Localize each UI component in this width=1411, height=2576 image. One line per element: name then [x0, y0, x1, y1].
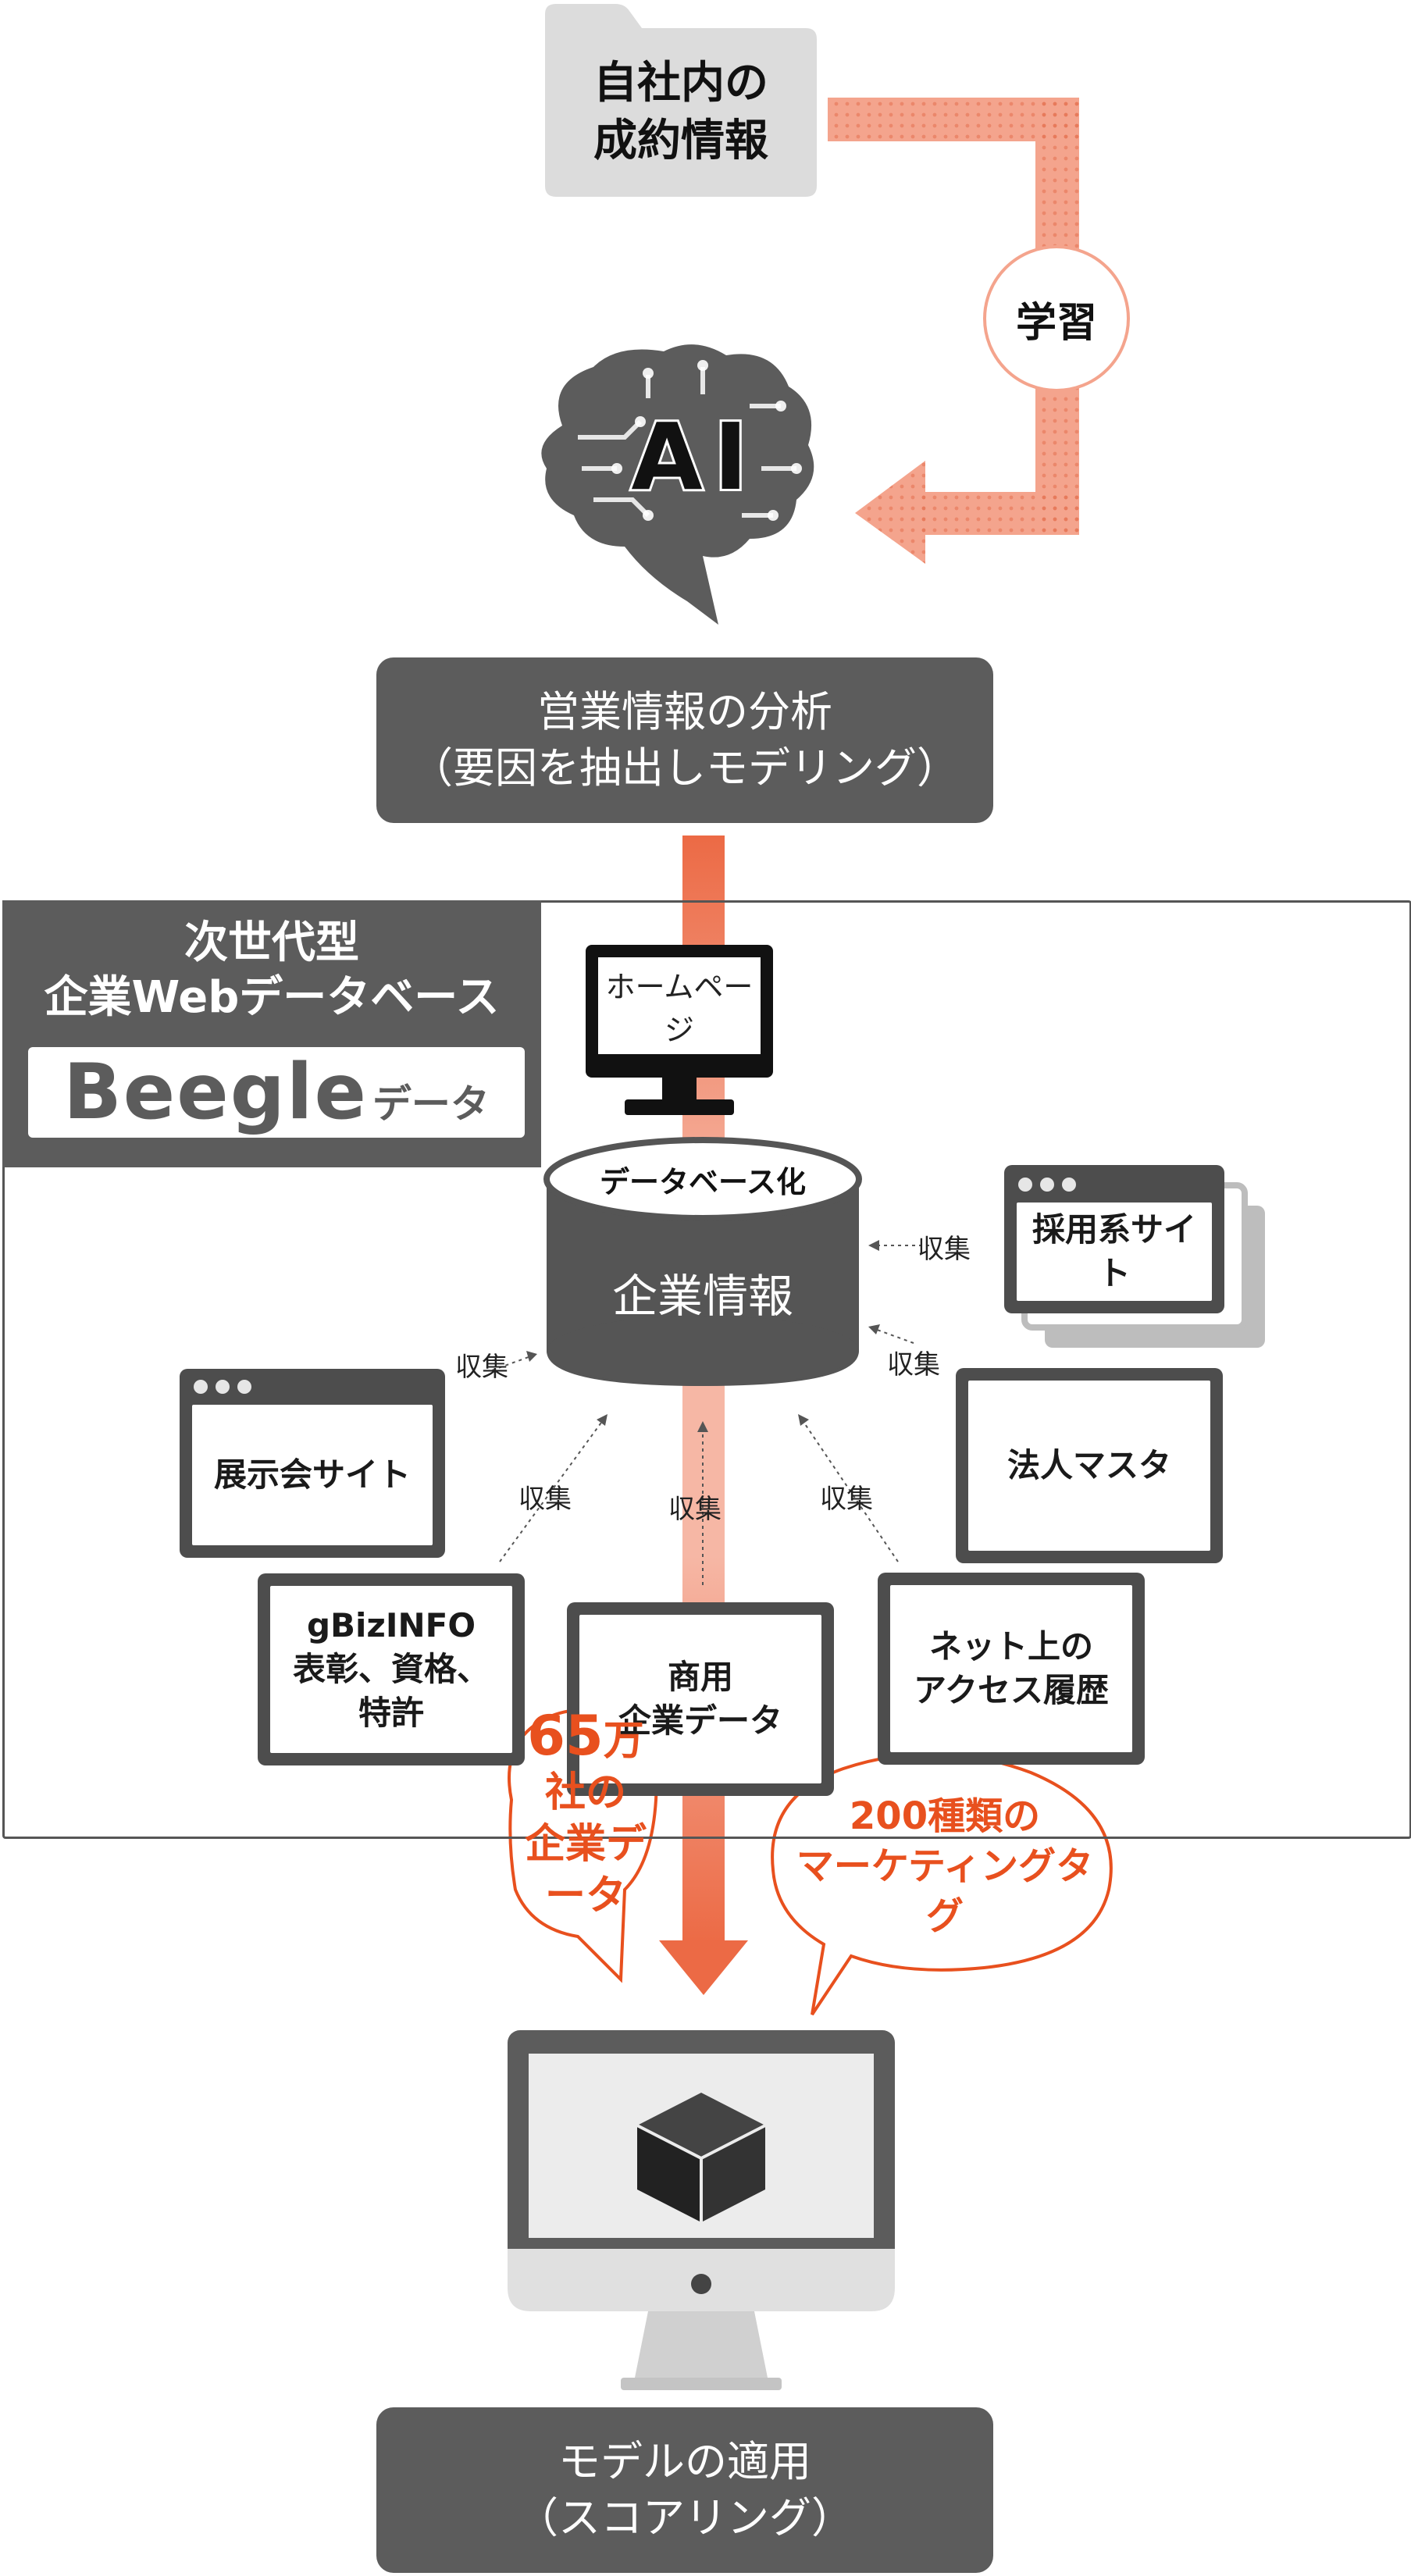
result-box: モデルの適用 （スコアリング） [376, 2407, 993, 2573]
homepage-label: ホームページ [598, 957, 761, 1054]
exhibition-window: 展示会サイト [180, 1369, 445, 1558]
beegle-heading-line2: 企業Webデータベース [2, 971, 541, 1025]
result-line2: （スコアリング） [516, 2490, 853, 2546]
database-top-label: データベース化 [547, 1148, 859, 1210]
bubble-companies-text: 65万社の 企業データ [511, 1741, 660, 1890]
gbizinfo-line1: gBizINFO [307, 1604, 476, 1648]
exhibition-label: 展示会サイト [192, 1405, 433, 1545]
collect-label-commercial: 収集 [668, 1488, 722, 1526]
source-line2: 成約情報 [593, 112, 768, 170]
beegle-heading-line1: 次世代型 [2, 916, 541, 971]
companies-line2: 企業データ [511, 1819, 660, 1922]
database-main-label: 企業情報 [547, 1245, 859, 1339]
recruit-window: 採用系サイト [1004, 1165, 1224, 1313]
source-line1: 自社内の [593, 55, 768, 112]
collect-label-recruit: 収集 [918, 1227, 971, 1266]
access-line2: アクセス履歴 [914, 1669, 1109, 1712]
gbizinfo-line3: 特許 [358, 1691, 424, 1735]
access-box: ネット上の アクセス履歴 [878, 1573, 1145, 1765]
collect-label-corp-master: 収集 [887, 1343, 940, 1381]
learning-label: 学習 [985, 247, 1128, 390]
analysis-line1: 営業情報の分析 [537, 684, 832, 740]
corp-master-label: 法人マスタ [968, 1381, 1210, 1551]
bubble-tags-text: 200種類の マーケティングタグ [781, 1788, 1109, 1944]
beegle-logo-main: Beegle [63, 1048, 368, 1137]
analysis-line2: （要因を抽出しモデリング） [411, 740, 959, 796]
source-box: 自社内の 成約情報 [545, 28, 817, 197]
commercial-line1: 商用 [668, 1655, 733, 1699]
beegle-heading: 次世代型 企業Webデータベース Beegle データ [2, 900, 541, 1167]
tags-line1: 200種類の [850, 1791, 1040, 1841]
tags-line2: マーケティングタグ [781, 1841, 1109, 1941]
gbizinfo-box: gBizINFO 表彰、資格、 特許 [258, 1573, 525, 1765]
companies-number: 65 [527, 1704, 603, 1768]
ai-label: AI [593, 406, 796, 508]
collect-label-access: 収集 [820, 1477, 873, 1516]
corp-master-box: 法人マスタ [956, 1368, 1223, 1563]
result-line1: モデルの適用 [558, 2434, 811, 2490]
beegle-logo-sub: データ [372, 1073, 490, 1129]
collect-label-exhibition: 収集 [455, 1345, 508, 1384]
access-label: ネット上の アクセス履歴 [890, 1585, 1132, 1752]
recruit-label: 採用系サイト [1017, 1202, 1212, 1301]
collect-label-gbizinfo: 収集 [518, 1477, 572, 1516]
analysis-box: 営業情報の分析 （要因を抽出しモデリング） [376, 657, 993, 823]
gbizinfo-label: gBizINFO 表彰、資格、 特許 [270, 1586, 512, 1753]
beegle-logo: Beegle データ [28, 1047, 525, 1138]
gbizinfo-line2: 表彰、資格、 [293, 1648, 490, 1691]
access-line1: ネット上の [929, 1625, 1093, 1669]
